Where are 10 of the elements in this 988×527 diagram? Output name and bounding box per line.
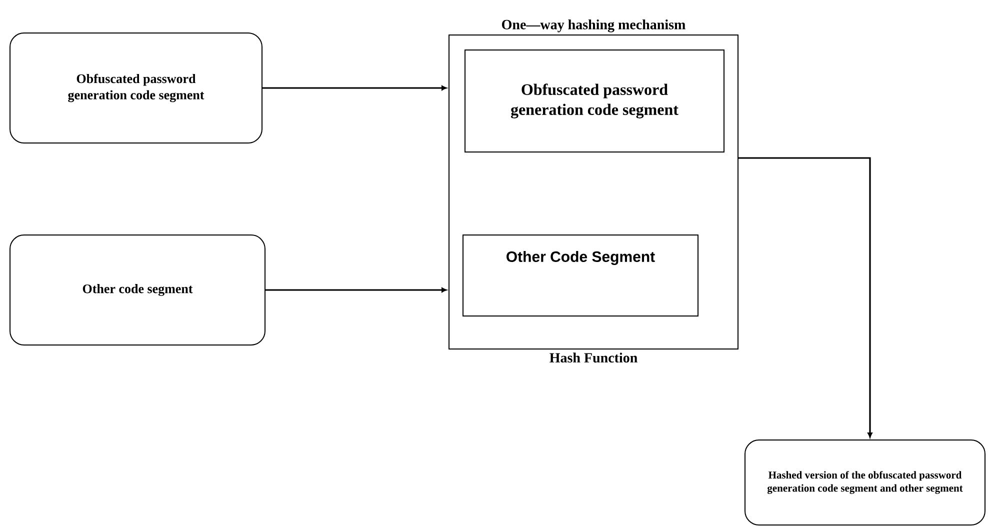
input-box: Obfuscated password generation code segment [10,32,262,144]
node-label: One—way hashing mechanism [502,19,686,32]
segment-box: Obfuscated password generation code segment [464,50,724,152]
node-label: Hash Function [550,352,638,363]
segment-box: Other Code Segment [462,234,698,316]
arrow [738,157,872,438]
input-box: Other code segment [10,234,266,346]
output-box: Hashed version of the obfuscated password generation code segment and other segment [744,439,986,526]
arrow [262,86,447,90]
arrow [266,288,447,292]
